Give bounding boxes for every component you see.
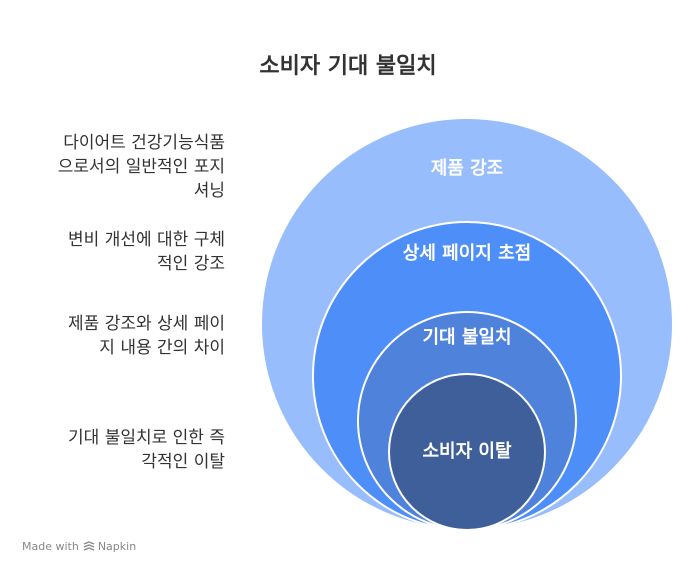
description-line: 셔닝 xyxy=(193,181,225,201)
description-content-gap: 제품 강조와 상세 페이 지 내용 간의 차이 xyxy=(0,312,225,360)
description-line: 적인 강조 xyxy=(157,254,225,274)
description-line: 으로서의 일반적인 포지 xyxy=(57,157,225,177)
footer-credit: Made with Napkin xyxy=(22,540,136,553)
footer-made-with: Made with xyxy=(22,540,79,553)
circle-label-detail-page-focus: 상세 페이지 초점 xyxy=(403,243,531,264)
description-positioning: 다이어트 건강기능식품 으로서의 일반적인 포지 셔닝 xyxy=(0,131,225,203)
footer-brand-name: Napkin xyxy=(97,540,137,553)
circle-label-expectation-mismatch: 기대 불일치 xyxy=(422,327,511,348)
description-line: 지 내용 간의 차이 xyxy=(99,338,225,358)
description-constipation-emphasis: 변비 개선에 대한 구체 적인 강조 xyxy=(0,228,225,276)
description-immediate-churn: 기대 불일치로 인한 즉 각적인 이탈 xyxy=(0,426,225,474)
circle-label-consumer-churn: 소비자 이탈 xyxy=(422,441,512,462)
description-line: 다이어트 건강기능식품 xyxy=(63,133,225,153)
page-title: 소비자 기대 불일치 xyxy=(259,54,437,79)
napkin-logo-icon xyxy=(83,540,95,551)
circle-label-product-emphasis: 제품 강조 xyxy=(431,158,504,179)
footer-brand: Napkin xyxy=(83,540,136,553)
description-line: 제품 강조와 상세 페이 xyxy=(68,314,225,334)
description-line: 각적인 이탈 xyxy=(141,452,225,472)
description-line: 기대 불일치로 인한 즉 xyxy=(68,428,225,448)
circle-consumer-churn xyxy=(388,373,546,531)
description-line: 변비 개선에 대한 구체 xyxy=(68,230,225,250)
